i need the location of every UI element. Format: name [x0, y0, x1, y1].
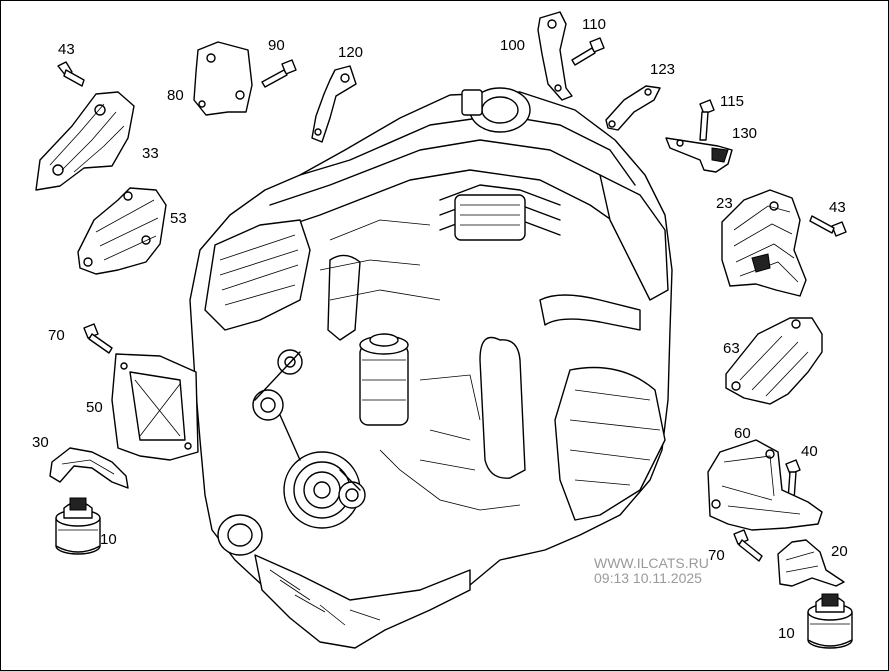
callout-115[interactable]: 115	[720, 93, 744, 110]
mount-bracket-50	[111, 353, 199, 461]
callout-10-left[interactable]: 10	[100, 531, 117, 548]
callout-63[interactable]: 63	[723, 340, 740, 357]
bracket-123	[605, 85, 661, 131]
callout-130[interactable]: 130	[732, 125, 758, 142]
engine-mount-10-left	[55, 497, 101, 555]
bracket-130	[665, 137, 733, 173]
callout-53[interactable]: 53	[170, 210, 187, 227]
callout-50[interactable]: 50	[86, 399, 103, 416]
heat-shield-30	[49, 447, 129, 489]
bolt-115	[699, 99, 715, 141]
bracket-100	[537, 11, 573, 101]
heat-shield-20	[777, 539, 845, 587]
bolt-43-top-left	[57, 61, 85, 87]
callout-43-right[interactable]: 43	[829, 199, 846, 216]
heat-shield-23	[721, 189, 807, 297]
callout-40[interactable]: 40	[801, 443, 818, 460]
bolt-43-right	[809, 215, 847, 237]
callout-20[interactable]: 20	[831, 543, 848, 560]
callout-60[interactable]: 60	[734, 425, 751, 442]
engine-mount-10-right	[807, 593, 853, 649]
engine-mount-bracket-53	[77, 187, 167, 275]
callout-123[interactable]: 123	[650, 61, 676, 78]
callout-43-top-left[interactable]: 43	[58, 41, 75, 58]
bolt-70-right	[733, 529, 763, 562]
watermark-timestamp: 09:13 10.11.2025	[594, 570, 702, 586]
watermark-site: WWW.ILCATS.RU	[594, 555, 709, 571]
engine-assembly	[189, 87, 673, 649]
heat-shield-33	[35, 91, 135, 191]
bracket-120	[311, 65, 357, 143]
callout-110[interactable]: 110	[582, 16, 606, 33]
callout-33[interactable]: 33	[142, 145, 159, 162]
callout-70-right[interactable]: 70	[708, 547, 725, 564]
bolt-70-left	[83, 323, 113, 354]
callout-120[interactable]: 120	[338, 44, 364, 61]
callout-80[interactable]: 80	[167, 87, 184, 104]
bolt-90	[261, 59, 297, 88]
callout-23[interactable]: 23	[716, 195, 733, 212]
callout-30[interactable]: 30	[32, 434, 49, 451]
bracket-80	[193, 41, 253, 116]
callout-100[interactable]: 100	[500, 37, 526, 54]
mount-bracket-60	[707, 439, 823, 531]
callout-70-left[interactable]: 70	[48, 327, 65, 344]
bolt-110	[571, 37, 605, 66]
callout-90[interactable]: 90	[268, 37, 285, 54]
bracket-63	[725, 317, 823, 405]
callout-10-right[interactable]: 10	[778, 625, 795, 642]
